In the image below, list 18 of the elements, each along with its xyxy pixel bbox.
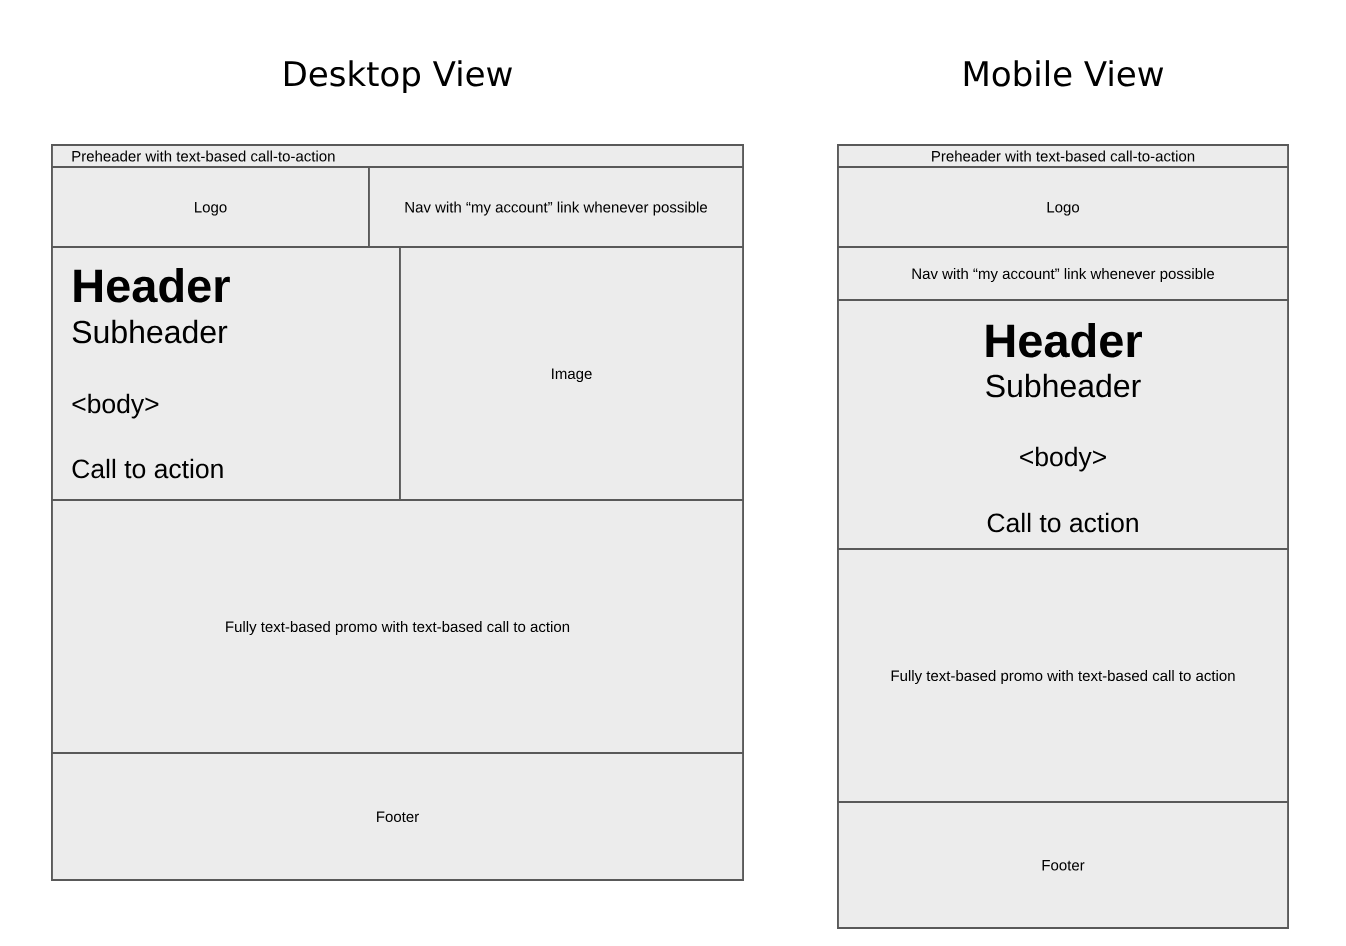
promo-section: Fully text-based promo with text-based call to action (837, 548, 1289, 803)
body-text: <body> (72, 393, 159, 419)
subheading-text: Subheader (72, 319, 228, 344)
call-to-action-text: Call to action (72, 458, 223, 479)
nav-bar: Nav with “my account” link whenever possible (368, 166, 744, 248)
body-text: <body> (1020, 446, 1106, 472)
nav-bar: Nav with “my account” link whenever possible (837, 246, 1289, 301)
footer-section: Footer (51, 752, 744, 881)
content-block: Logo (51, 166, 370, 248)
view-title: Mobile View (964, 60, 1164, 87)
footer-section: Footer (837, 801, 1289, 929)
call-to-action-text: Call to action (987, 512, 1138, 533)
heading-text: Header (986, 322, 1142, 358)
preheader-bar: Preheader with text-based call-to-action (51, 144, 744, 168)
heading-text: Header (74, 267, 230, 303)
preheader-bar: Preheader with text-based call-to-action (837, 144, 1289, 168)
view-title: Desktop View (285, 60, 512, 94)
subheading-text: Subheader (986, 373, 1141, 398)
